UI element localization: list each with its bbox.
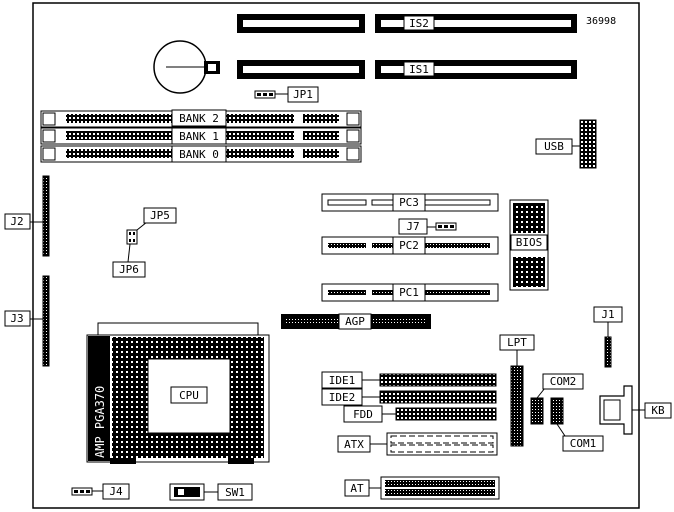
fdd-connector: FDD — [343, 405, 497, 423]
label-jp6: JP6 — [119, 263, 139, 276]
label-is1: IS1 — [409, 63, 429, 76]
label-lpt: LPT — [507, 336, 527, 349]
label-pc3: PC3 — [399, 196, 419, 209]
label-j3: J3 — [10, 312, 23, 325]
label-bank1: BANK 1 — [179, 130, 219, 143]
label-atx: ATX — [344, 438, 364, 451]
label-bank0: BANK 0 — [179, 148, 219, 161]
label-ide2: IDE2 — [329, 391, 356, 404]
label-j4: J4 — [109, 485, 123, 498]
jumper-jp1: JP1 — [254, 86, 319, 103]
label-com2: COM2 — [550, 375, 577, 388]
pci-slot-pc1: PC1 — [321, 283, 499, 302]
label-agp: AGP — [345, 315, 365, 328]
ide1-connector: IDE1 — [321, 371, 497, 389]
lpt-header: LPT — [499, 334, 535, 447]
dimm-bank-2: BANK 2 — [40, 109, 362, 128]
label-jp1: JP1 — [293, 88, 313, 101]
label-j1: J1 — [601, 308, 614, 321]
label-bios: BIOS — [516, 236, 543, 249]
bios-chip: BIOS — [509, 199, 549, 291]
label-sw1: SW1 — [225, 486, 245, 499]
dimm-bank-0: BANK 0 — [40, 145, 362, 163]
dimm-bank-1: BANK 1 — [40, 127, 362, 145]
label-at: AT — [350, 482, 364, 495]
label-j2: J2 — [10, 215, 23, 228]
label-usb: USB — [544, 140, 564, 153]
jumper-jp5-jp6: JP5 JP6 — [112, 207, 177, 278]
keyboard-connector: KB — [599, 385, 672, 435]
atx-power-connector: ATX — [337, 432, 498, 456]
isa-slot-is2: IS2 — [237, 14, 577, 33]
ide2-connector: IDE2 — [321, 388, 497, 406]
label-kb: KB — [651, 404, 665, 417]
jumper-j4: J4 — [71, 483, 130, 500]
isa-slot-is1: IS1 — [237, 60, 577, 79]
figure-code: 36998 — [586, 16, 616, 27]
agp-slot: AGP — [281, 313, 431, 330]
label-bank2: BANK 2 — [179, 112, 219, 125]
at-power-connector: AT — [344, 476, 500, 500]
label-socket: AMP PGA370 — [93, 386, 107, 458]
label-jp5: JP5 — [150, 209, 170, 222]
label-cpu: CPU — [179, 389, 199, 402]
header-j3: J3 — [4, 275, 50, 367]
header-j2: J2 — [4, 175, 50, 257]
label-j7: J7 — [406, 220, 419, 233]
label-fdd: FDD — [353, 408, 373, 421]
label-com1: COM1 — [570, 437, 597, 450]
label-ide1: IDE1 — [329, 374, 356, 387]
label-pc2: PC2 — [399, 239, 419, 252]
usb-header: USB — [535, 119, 597, 169]
pci-slot-pc3: PC3 — [321, 193, 499, 212]
com-headers: COM2 COM1 — [530, 373, 604, 452]
dip-switch-sw1: SW1 — [169, 483, 253, 501]
battery — [153, 40, 220, 94]
header-j1: J1 — [593, 306, 623, 368]
label-pc1: PC1 — [399, 286, 419, 299]
label-is2: IS2 — [409, 17, 429, 30]
jumper-j7: J7 — [398, 218, 457, 235]
cpu-socket: AMP PGA370 CPU — [86, 322, 270, 464]
pci-slot-pc2: PC2 — [321, 236, 499, 255]
